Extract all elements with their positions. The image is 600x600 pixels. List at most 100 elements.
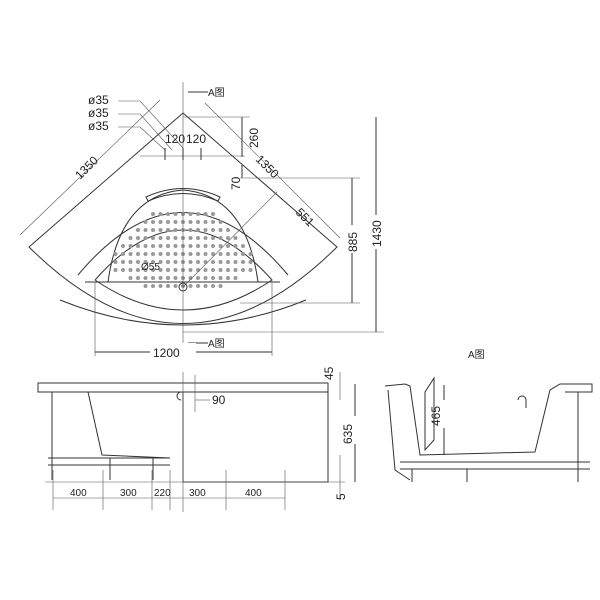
anti-slip-dot: [158, 236, 163, 240]
tub-wall: [87, 391, 171, 459]
frame: [48, 457, 170, 466]
anti-slip-dot: [173, 284, 178, 288]
drain-pipe: [387, 389, 411, 481]
dim-70: 70: [229, 176, 243, 190]
anti-slip-dot: [143, 228, 148, 232]
dim-bottom: 300: [120, 488, 137, 499]
dim-260: 260: [247, 128, 261, 148]
anti-slip-dot: [226, 268, 230, 272]
anti-slip-dot: [218, 236, 223, 240]
anti-slip-dot: [143, 276, 148, 280]
anti-slip-dot: [173, 212, 178, 216]
anti-slip-dot: [143, 260, 148, 264]
anti-slip-dot: [158, 228, 163, 232]
anti-slip-dot: [233, 276, 238, 280]
anti-slip-dot: [166, 252, 170, 256]
anti-slip-dot: [211, 244, 215, 248]
anti-slip-dot: [151, 260, 155, 264]
anti-slip-dot: [128, 244, 133, 248]
anti-slip-dot: [211, 228, 215, 232]
anti-slip-dot: [158, 284, 163, 288]
anti-slip-dot: [151, 284, 155, 288]
anti-slip-dot: [128, 236, 133, 240]
anti-slip-dot: [151, 276, 155, 280]
anti-slip-dot: [143, 220, 148, 224]
dim-551: 551: [293, 205, 317, 229]
anti-slip-dot: [166, 268, 170, 272]
anti-slip-dot: [218, 244, 223, 248]
anti-slip-dot: [128, 260, 133, 264]
anti-slip-dot: [151, 244, 155, 248]
anti-slip-dot: [196, 212, 200, 216]
apron-panel: [182, 391, 329, 483]
anti-slip-dot: [158, 276, 163, 280]
hole-labels: ø35 ø35 ø35: [88, 93, 184, 151]
anti-slip-dot: [151, 212, 155, 216]
anti-slip-dot: [241, 268, 245, 272]
drain-label: Ø55: [141, 262, 160, 273]
dim-5: 5: [334, 493, 348, 500]
anti-slip-dot: [233, 268, 238, 272]
faucet-holes: [164, 148, 202, 160]
anti-slip-dot: [136, 244, 140, 248]
hole-label: ø35: [88, 106, 109, 120]
anti-slip-dot: [188, 220, 193, 224]
anti-slip-dot: [188, 228, 193, 232]
anti-slip-dot: [151, 220, 155, 224]
anti-slip-dot: [128, 276, 133, 280]
anti-slip-dot: [248, 260, 253, 264]
anti-slip-dot: [188, 276, 193, 280]
anti-slip-dot: [196, 236, 200, 240]
anti-slip-dot: [226, 244, 230, 248]
anti-slip-dot: [166, 244, 170, 248]
dim-spacing-right: 120: [186, 132, 206, 146]
anti-slip-dot: [218, 220, 223, 224]
dim-bottom: 400: [245, 488, 262, 499]
dot-grid: [113, 212, 253, 288]
anti-slip-dot: [166, 220, 170, 224]
headrest-section: [424, 376, 435, 452]
section-mark-top: A图: [208, 87, 225, 99]
overflow-icon: [517, 395, 527, 408]
anti-slip-dot: [166, 284, 170, 288]
front-view: 90 45 635 5 400 300 220 300 400: [37, 366, 362, 512]
anti-slip-dot: [173, 260, 178, 264]
rim-inner-1: [94, 229, 273, 311]
anti-slip-dot: [151, 268, 155, 272]
overflow-icon: [176, 391, 182, 401]
anti-slip-dot: [173, 244, 178, 248]
anti-slip-dot: [196, 252, 200, 256]
anti-slip-dot: [211, 260, 215, 264]
anti-slip-dot: [203, 252, 208, 256]
top-view: Ø55 A图 A图 ø35 ø35 ø35 120 120 260 70 135…: [19, 82, 384, 360]
anti-slip-dot: [233, 260, 238, 264]
anti-slip-dot: [188, 236, 193, 240]
anti-slip-dot: [196, 276, 200, 280]
anti-slip-dot: [233, 252, 238, 256]
anti-slip-dot: [166, 228, 170, 232]
anti-slip-dot: [136, 228, 140, 232]
anti-slip-dot: [113, 260, 118, 264]
dim-1200: 1200: [153, 346, 180, 360]
anti-slip-dot: [158, 244, 163, 248]
anti-slip-dot: [196, 284, 200, 288]
anti-slip-dot: [211, 220, 215, 224]
anti-slip-dot: [128, 268, 133, 272]
dim-spacing-left: 120: [165, 132, 185, 146]
anti-slip-dot: [196, 228, 200, 232]
dim-45: 45: [322, 366, 336, 380]
anti-slip-dot: [173, 268, 178, 272]
anti-slip-dot: [173, 236, 178, 240]
551-line: [182, 191, 278, 288]
anti-slip-dot: [218, 228, 223, 232]
anti-slip-dot: [248, 252, 253, 256]
anti-slip-dot: [173, 252, 178, 256]
anti-slip-dot: [121, 268, 125, 272]
anti-slip-dot: [158, 220, 163, 224]
anti-slip-dot: [113, 252, 118, 256]
dim-line-1350-left: [19, 99, 161, 236]
anti-slip-dot: [203, 212, 208, 216]
anti-slip-dot: [211, 236, 215, 240]
